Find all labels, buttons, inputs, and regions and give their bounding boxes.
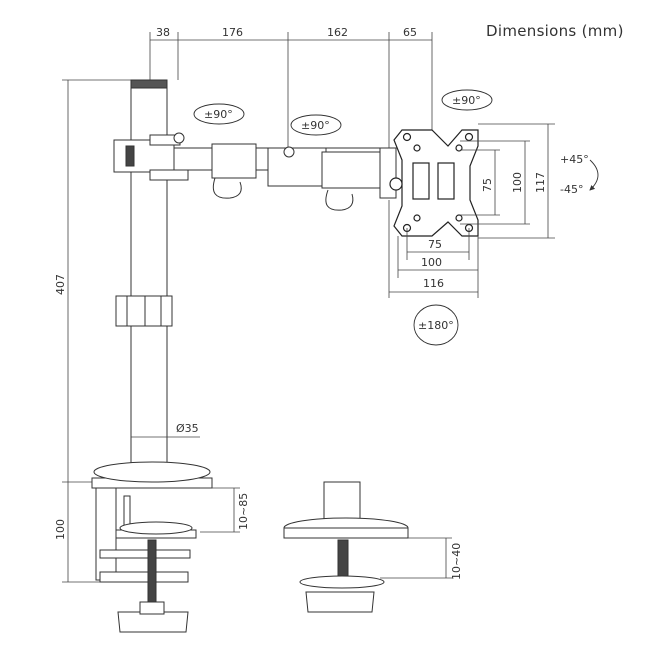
- rotation-arrow-joint-2: [290, 114, 342, 136]
- dim-38: 38: [156, 26, 170, 39]
- vesa-h-100: 100: [421, 256, 442, 269]
- dim-162: 162: [327, 26, 348, 39]
- clamp-range-label: 10~85: [237, 493, 250, 530]
- rotation-joint-1-label: ±90°: [204, 108, 233, 121]
- tilt-up-label: +45°: [560, 153, 589, 166]
- pole-diameter-label: Ø35: [176, 422, 199, 435]
- tilt-arrow: [589, 159, 599, 191]
- clamp-base-left: [91, 461, 213, 633]
- dim-65: 65: [403, 26, 417, 39]
- dim-100-clamp: 100: [54, 519, 67, 540]
- rotate-180-arrow: [413, 304, 459, 346]
- tilt-down-label: -45°: [560, 183, 583, 196]
- vesa-v-100: 100: [511, 172, 524, 193]
- vesa-h-75: 75: [428, 238, 442, 251]
- arm: [113, 132, 397, 211]
- grommet-range-dimension: [380, 537, 452, 579]
- clamp-height-dimension: [62, 482, 100, 583]
- rotation-head-pan-label: ±90°: [452, 94, 481, 107]
- rotation-joint-2-label: ±90°: [301, 119, 330, 132]
- grommet-range-label: 10~40: [450, 543, 463, 580]
- rotation-arrow-head-pan: [441, 89, 493, 111]
- grommet-base: [283, 481, 409, 613]
- dim-176: 176: [222, 26, 243, 39]
- clamp-range-dimension: [200, 487, 240, 533]
- vesa-h-116: 116: [423, 277, 444, 290]
- rotate-180-label: ±180°: [418, 319, 454, 332]
- vesa-horizontal-dimensions: [388, 200, 479, 298]
- vesa-v-117: 117: [534, 172, 547, 193]
- vesa-v-75: 75: [481, 178, 494, 192]
- rotation-arrow-joint-1: [193, 103, 245, 125]
- dim-407: 407: [54, 274, 67, 295]
- top-dimension-lines: [149, 32, 433, 150]
- diagram-title: Dimensions (mm): [486, 22, 624, 40]
- vesa-vertical-dimensions: [460, 123, 555, 239]
- vesa-plate: [389, 129, 479, 237]
